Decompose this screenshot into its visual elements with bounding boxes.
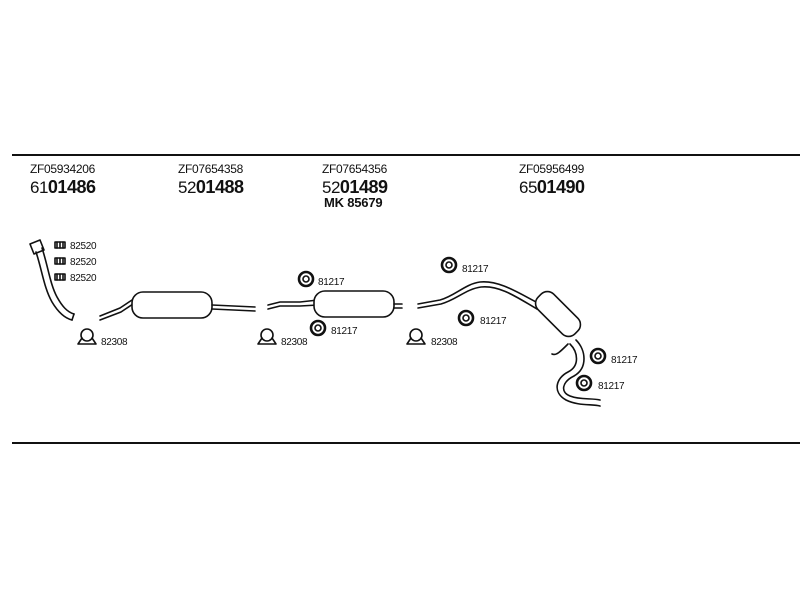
clamp-label-3: 82308 (431, 337, 458, 348)
rear-silencer-part (417, 281, 601, 407)
group-1-prefix: 61 (30, 178, 48, 197)
rear-mid-muffler-part (267, 290, 403, 318)
group-1-number: 01486 (47, 177, 96, 197)
ring-label-3: 81217 (462, 264, 489, 275)
group-3-part-number: 5201489 (322, 177, 388, 197)
group-4-number: 01490 (536, 177, 585, 197)
group-2-reference: ZF07654358 (178, 162, 244, 176)
rubber-ring-icon (309, 319, 327, 337)
group-2-prefix: 52 (178, 178, 196, 197)
gasket-icon (54, 241, 66, 249)
top-divider-line (12, 154, 800, 156)
group-3-extra-number: MK 85679 (324, 195, 383, 210)
group-4-reference: ZF05956499 (519, 162, 585, 176)
clamp-icon (77, 328, 97, 345)
group-2-part-number: 5201488 (178, 177, 244, 197)
bottom-divider-line (12, 442, 800, 444)
front-pipe-part (29, 239, 75, 321)
clamp-label-2: 82308 (281, 337, 308, 348)
gasket-label-2: 82520 (70, 257, 97, 268)
group-3-number: 01489 (339, 177, 388, 197)
rubber-ring-icon (297, 270, 315, 288)
group-1-part-number: 6101486 (30, 177, 96, 197)
clamp-label-1: 82308 (101, 337, 128, 348)
group-1-reference: ZF05934206 (30, 162, 96, 176)
rubber-ring-icon (440, 256, 458, 274)
middle-muffler-part (99, 291, 256, 321)
ring-label-5: 81217 (611, 355, 638, 366)
rubber-ring-icon (457, 309, 475, 327)
ring-label-4: 81217 (480, 316, 507, 327)
gasket-icon (54, 257, 66, 265)
rubber-ring-icon (589, 347, 607, 365)
group-3-prefix: 52 (322, 178, 340, 197)
gasket-icon (54, 273, 66, 281)
group-3-reference: ZF07654356 (322, 162, 388, 176)
ring-label-2: 81217 (331, 326, 358, 337)
ring-label-6: 81217 (598, 381, 625, 392)
rubber-ring-icon (575, 374, 593, 392)
ring-label-1: 81217 (318, 277, 345, 288)
gasket-label-1: 82520 (70, 241, 97, 252)
gasket-label-3: 82520 (70, 273, 97, 284)
clamp-icon (257, 328, 277, 345)
group-4-prefix: 65 (519, 178, 537, 197)
group-2-number: 01488 (195, 177, 244, 197)
clamp-icon (406, 328, 426, 345)
group-4-part-number: 6501490 (519, 177, 585, 197)
